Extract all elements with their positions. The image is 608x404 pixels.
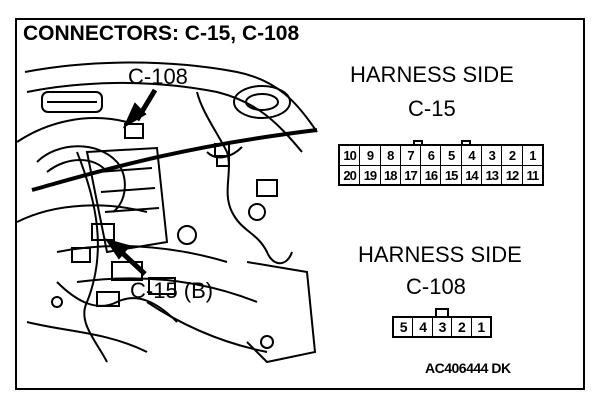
callout-c15b: C-15 (B): [130, 278, 214, 303]
pin-12: 12: [501, 166, 521, 184]
pin-13: 13: [481, 166, 501, 184]
pin-1: 1: [470, 318, 490, 336]
pin-1: 1: [521, 146, 542, 165]
figure-code: AC406444 DK: [425, 360, 511, 376]
pin-10: 10: [343, 148, 356, 163]
c108-heading: HARNESS SIDE: [358, 242, 522, 267]
pin-20: 20: [343, 167, 356, 183]
pin-19: 19: [359, 166, 379, 184]
dashboard-illustration: [17, 61, 318, 364]
pin-14: 14: [460, 166, 481, 184]
pin-18: 18: [379, 166, 400, 184]
pin-2: 2: [451, 318, 470, 336]
pin-3: 3: [481, 146, 501, 165]
pin-4: 4: [412, 318, 431, 336]
c15-heading: HARNESS SIDE: [350, 62, 514, 87]
pin-4: 4: [460, 146, 481, 165]
pin-5: 5: [440, 146, 460, 165]
pin-9: 9: [359, 146, 379, 165]
pin-6: 6: [420, 146, 440, 165]
pin-17: 17: [399, 166, 420, 184]
pin-11: 11: [521, 166, 542, 184]
pin-5: 5: [399, 319, 408, 335]
c15-name: C-15: [408, 96, 456, 121]
pin-2: 2: [501, 146, 521, 165]
diagram-frame: [15, 18, 585, 390]
pin-8: 8: [379, 146, 400, 165]
pin-15: 15: [440, 166, 460, 184]
pin-16: 16: [420, 166, 440, 184]
pin-7: 7: [399, 146, 420, 165]
callout-c108: C-108: [128, 64, 188, 89]
page-title: CONNECTORS: C-15, C-108: [23, 22, 300, 45]
c108-name: C-108: [406, 274, 466, 299]
pin-3: 3: [431, 318, 451, 336]
